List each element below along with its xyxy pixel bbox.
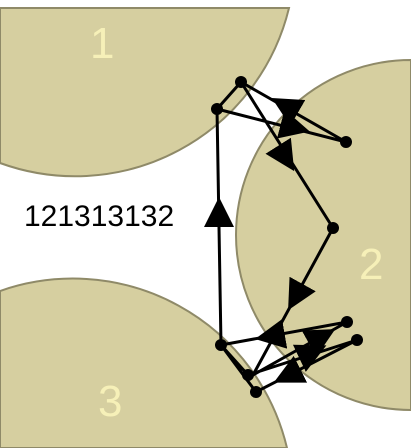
bounce-point <box>235 76 247 88</box>
bounce-point <box>215 339 227 351</box>
arrow-lower-cluster-1 <box>255 319 288 349</box>
bounce-point <box>211 103 223 115</box>
bounce-point <box>340 136 352 148</box>
region-1-label: 2 <box>359 240 383 289</box>
arrow-lower-cluster-4 <box>273 355 308 383</box>
bounce-point <box>242 369 254 381</box>
arrow-middle-down <box>265 137 295 172</box>
arrow-upper-right-2 <box>276 109 310 139</box>
region-3-label: 3 <box>98 377 122 426</box>
bounce-point <box>250 386 262 398</box>
arrow-lower-cluster-2 <box>301 329 336 357</box>
arrow-down-left <box>288 276 316 311</box>
region-2-label: 1 <box>90 19 114 68</box>
sequence-label: 121313132 <box>24 200 174 233</box>
bounce-point <box>351 334 363 346</box>
bounce-point <box>341 316 353 328</box>
region-2-shape <box>0 7 291 178</box>
bounce-point <box>327 222 339 234</box>
region-3-shape <box>0 277 289 448</box>
